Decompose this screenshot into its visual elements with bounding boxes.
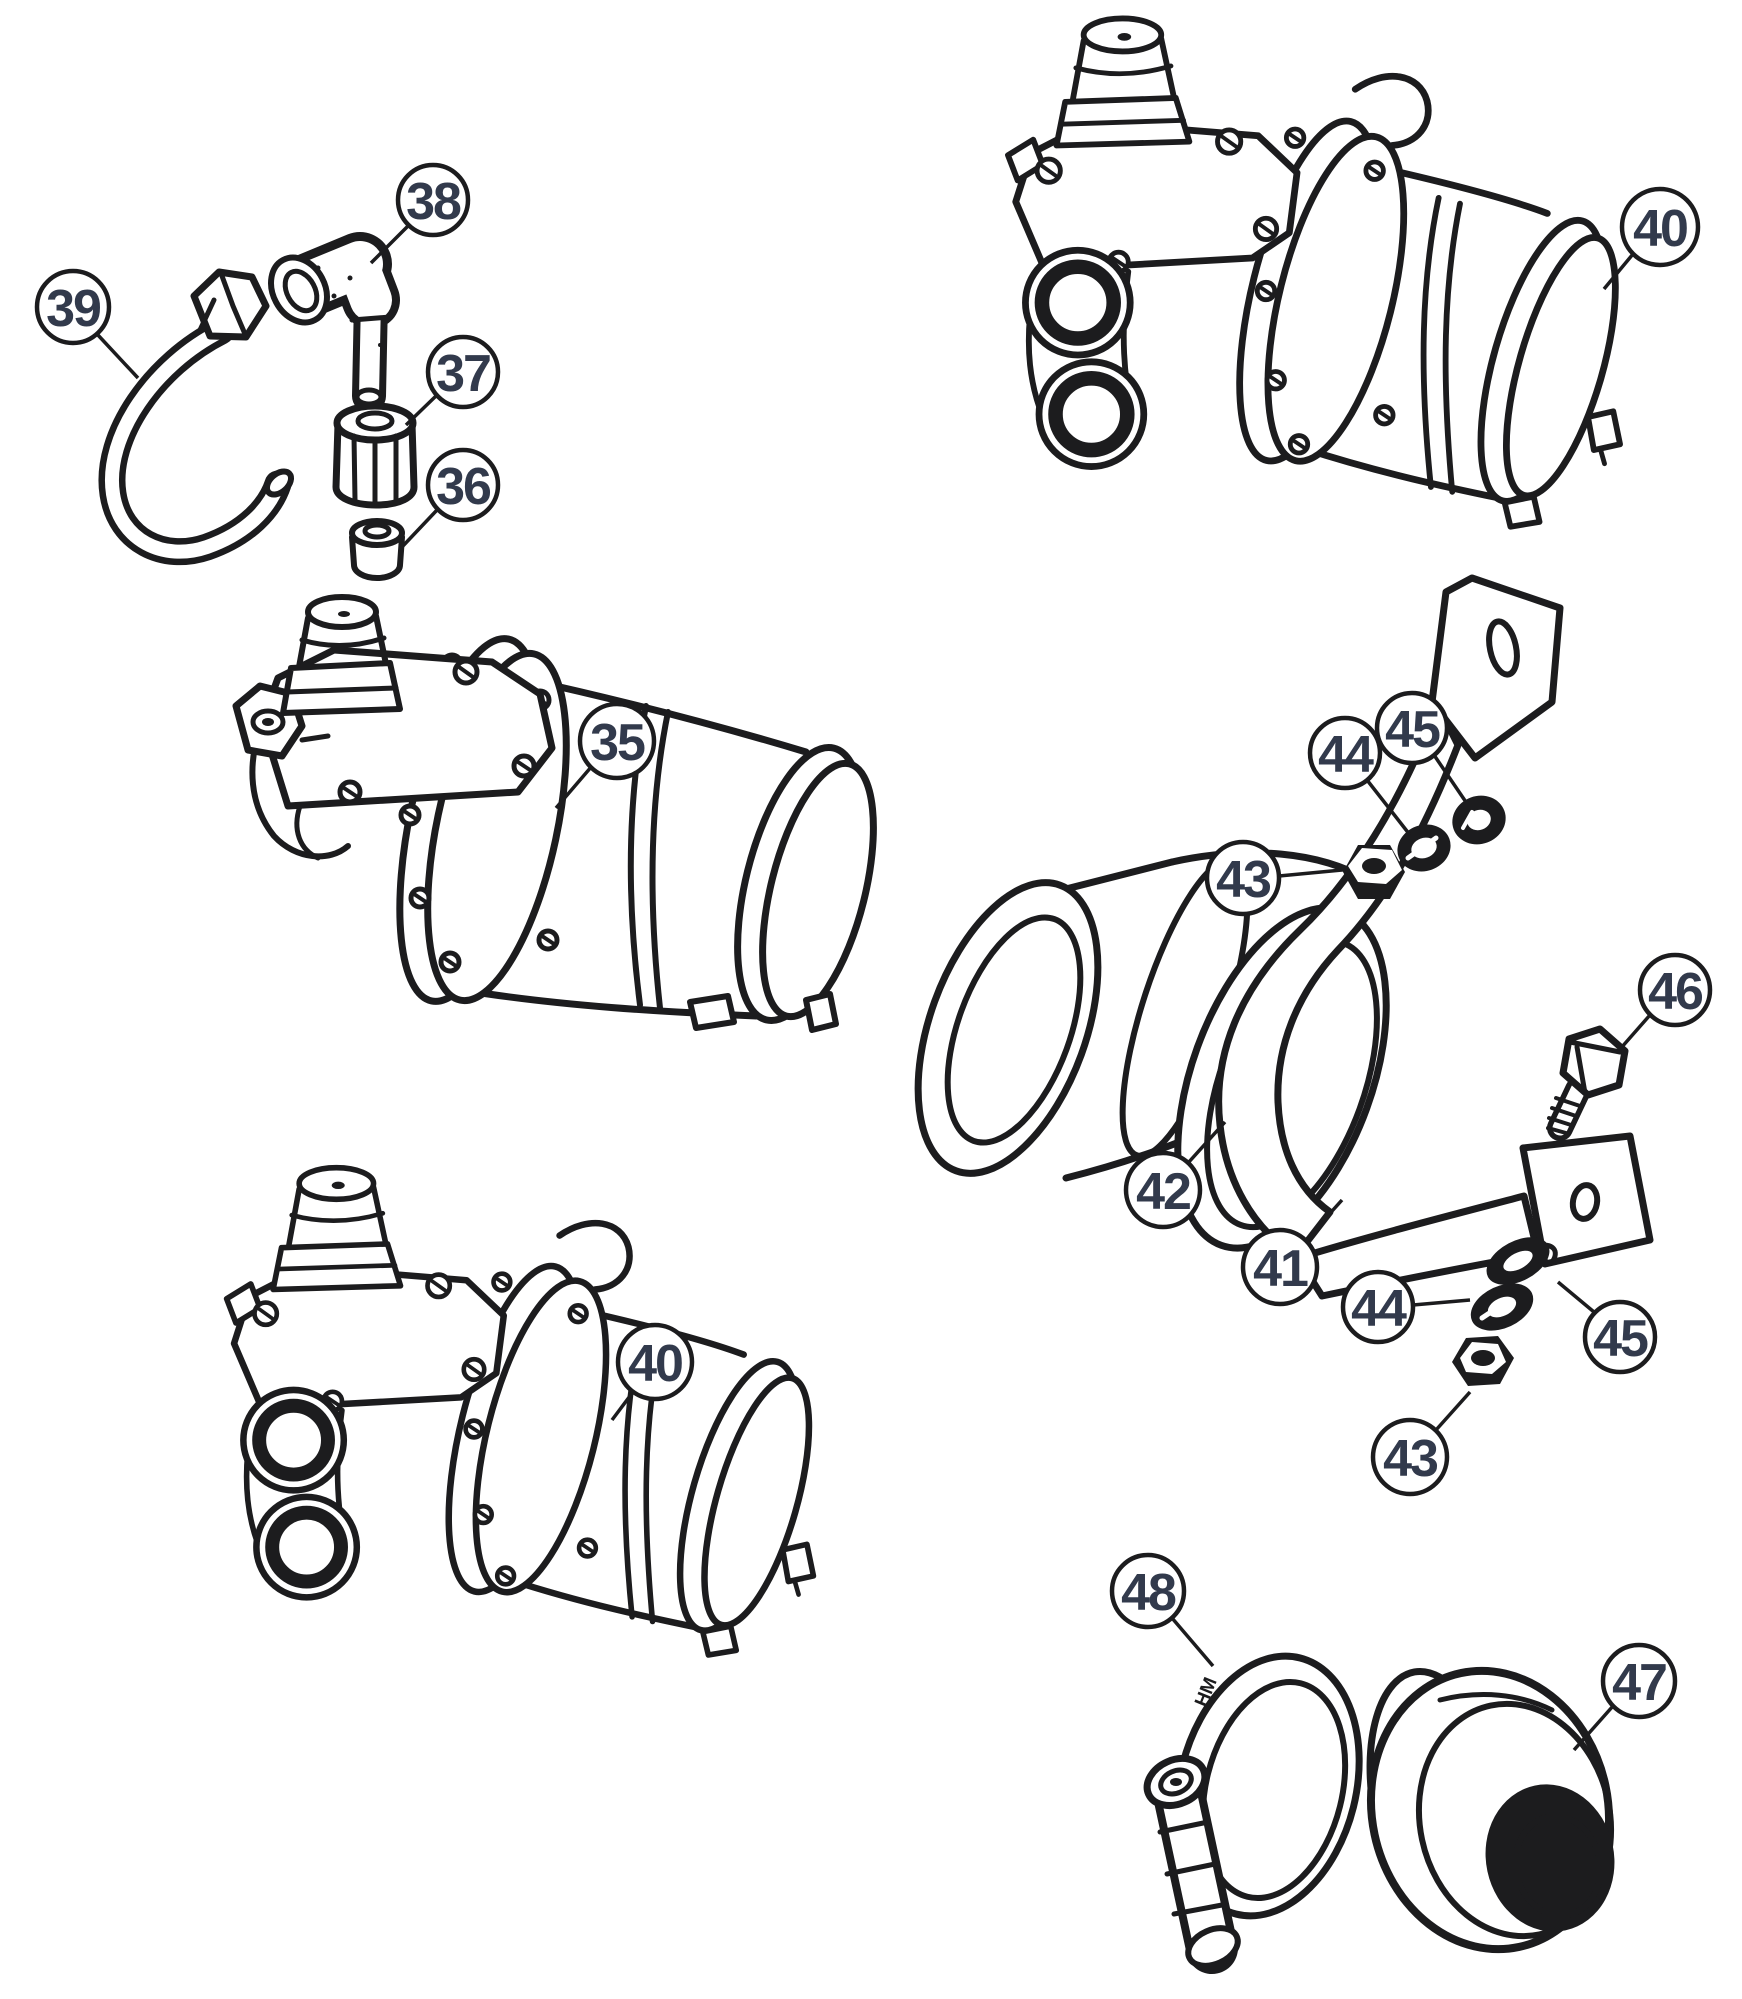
callout-42-10: 42 [1123,1120,1227,1230]
callout-number: 43 [1216,851,1271,909]
callout-circle [1109,1552,1187,1630]
callout-leader-line [1432,754,1472,809]
part-42-inner-sleeve [914,858,1232,1182]
elbow-stipple [315,265,382,347]
callout-leader-line [1170,1616,1215,1668]
part-40-fuel-pump-bottom [227,1168,831,1655]
callout-48-16: 48 [1109,1552,1215,1668]
callout-number: 47 [1612,1654,1666,1712]
callout-47-17: 47 [1572,1642,1678,1752]
callout-circle [1600,1642,1678,1720]
callout-number: 40 [628,1335,682,1393]
callout-46-9: 46 [1619,952,1713,1050]
callout-leader-line [1572,1704,1615,1752]
callout-39-0: 39 [34,268,140,380]
callout-43-8: 43 [1204,839,1343,917]
callout-circle [425,447,501,523]
part-46-bolt [1546,1025,1629,1141]
pump35-valve-cap [280,594,403,716]
callout-leader-line [1278,868,1343,878]
callout-circle [615,1322,695,1402]
callout-leader-line [1304,1198,1344,1242]
part-35-fuel-pump [232,594,877,1033]
callout-circle [1619,186,1701,268]
callout-leader-line [404,393,439,427]
callout-41-11: 41 [1240,1198,1344,1307]
part-36-olive [349,518,405,581]
callout-43-14: 43 [1370,1390,1472,1497]
callout-leader-line [399,508,439,550]
callout-number: 36 [436,458,491,516]
callout-number: 39 [46,280,100,338]
callout-leader-line [1619,1013,1652,1050]
callout-number: 46 [1648,963,1703,1021]
callout-number: 40 [1633,200,1687,258]
callout-number: 44 [1318,726,1374,784]
callout-number: 43 [1383,1430,1438,1488]
callout-number: 35 [590,714,645,772]
callout-leader-line [610,1390,635,1422]
part-43-nut-upper [1343,845,1405,899]
callout-leader-line [1186,1120,1227,1165]
callout-number: 45 [1593,1310,1648,1368]
callout-number: 44 [1351,1280,1407,1338]
part-43-nut-lower [1452,1336,1514,1386]
callout-number: 48 [1121,1564,1176,1622]
part-44-lock-washer-lower [1470,1283,1534,1331]
callout-38-1: 38 [369,162,471,265]
callout-circle [1204,839,1282,917]
callout-circle [34,268,112,346]
callout-45-7: 45 [1374,690,1472,809]
callout-37-2: 37 [404,334,501,427]
callout-leader-line [1412,1298,1471,1307]
callout-leader-line [1602,252,1635,291]
part-37-union-nut [332,402,418,509]
callout-leader-line [95,332,140,380]
callout-circle [1240,1227,1320,1307]
callout-circle [1307,715,1383,791]
pump35-motor-body [458,674,877,1033]
callout-40-5: 40 [1602,186,1701,291]
callout-number: 41 [1253,1240,1308,1298]
callout-leader-line [1434,1390,1472,1432]
callout-number: 45 [1385,701,1440,759]
part-38-elbow-connector [268,232,400,413]
callout-circle [1123,1150,1203,1230]
part-48-hose-clamp: HM [1143,1652,1363,1974]
callout-leader-line [369,224,410,265]
callout-number: 42 [1136,1163,1190,1221]
part-44-lock-washer-upper [1397,824,1451,872]
part-40-fuel-pump-top [1008,18,1638,526]
part-47-rubber-boot [1366,1666,1615,1954]
part-39-outlet-pipe [98,268,295,566]
callout-circle [395,162,471,238]
callout-35-4: 35 [554,701,657,810]
callout-circle [1637,952,1713,1028]
callout-leader-line [1365,778,1412,837]
callout-44-6: 44 [1307,715,1412,837]
callout-circle [1370,1417,1450,1497]
part-45-washer-lower [1486,1237,1558,1285]
callout-44-12: 44 [1340,1269,1471,1345]
callout-circle [425,334,501,410]
callout-circle [1582,1299,1658,1375]
callout-leader-line [1556,1280,1596,1314]
callout-circle [577,701,657,781]
callout-45-13: 45 [1556,1280,1658,1375]
callout-circle [1374,690,1450,766]
callout-40-15: 40 [610,1322,695,1422]
callout-number: 38 [406,173,461,231]
callout-leader-line [554,764,594,810]
part-45-washer-upper [1452,795,1506,845]
callout-number: 37 [436,345,490,403]
callout-circle [1340,1269,1416,1345]
callout-36-3: 36 [399,447,501,550]
